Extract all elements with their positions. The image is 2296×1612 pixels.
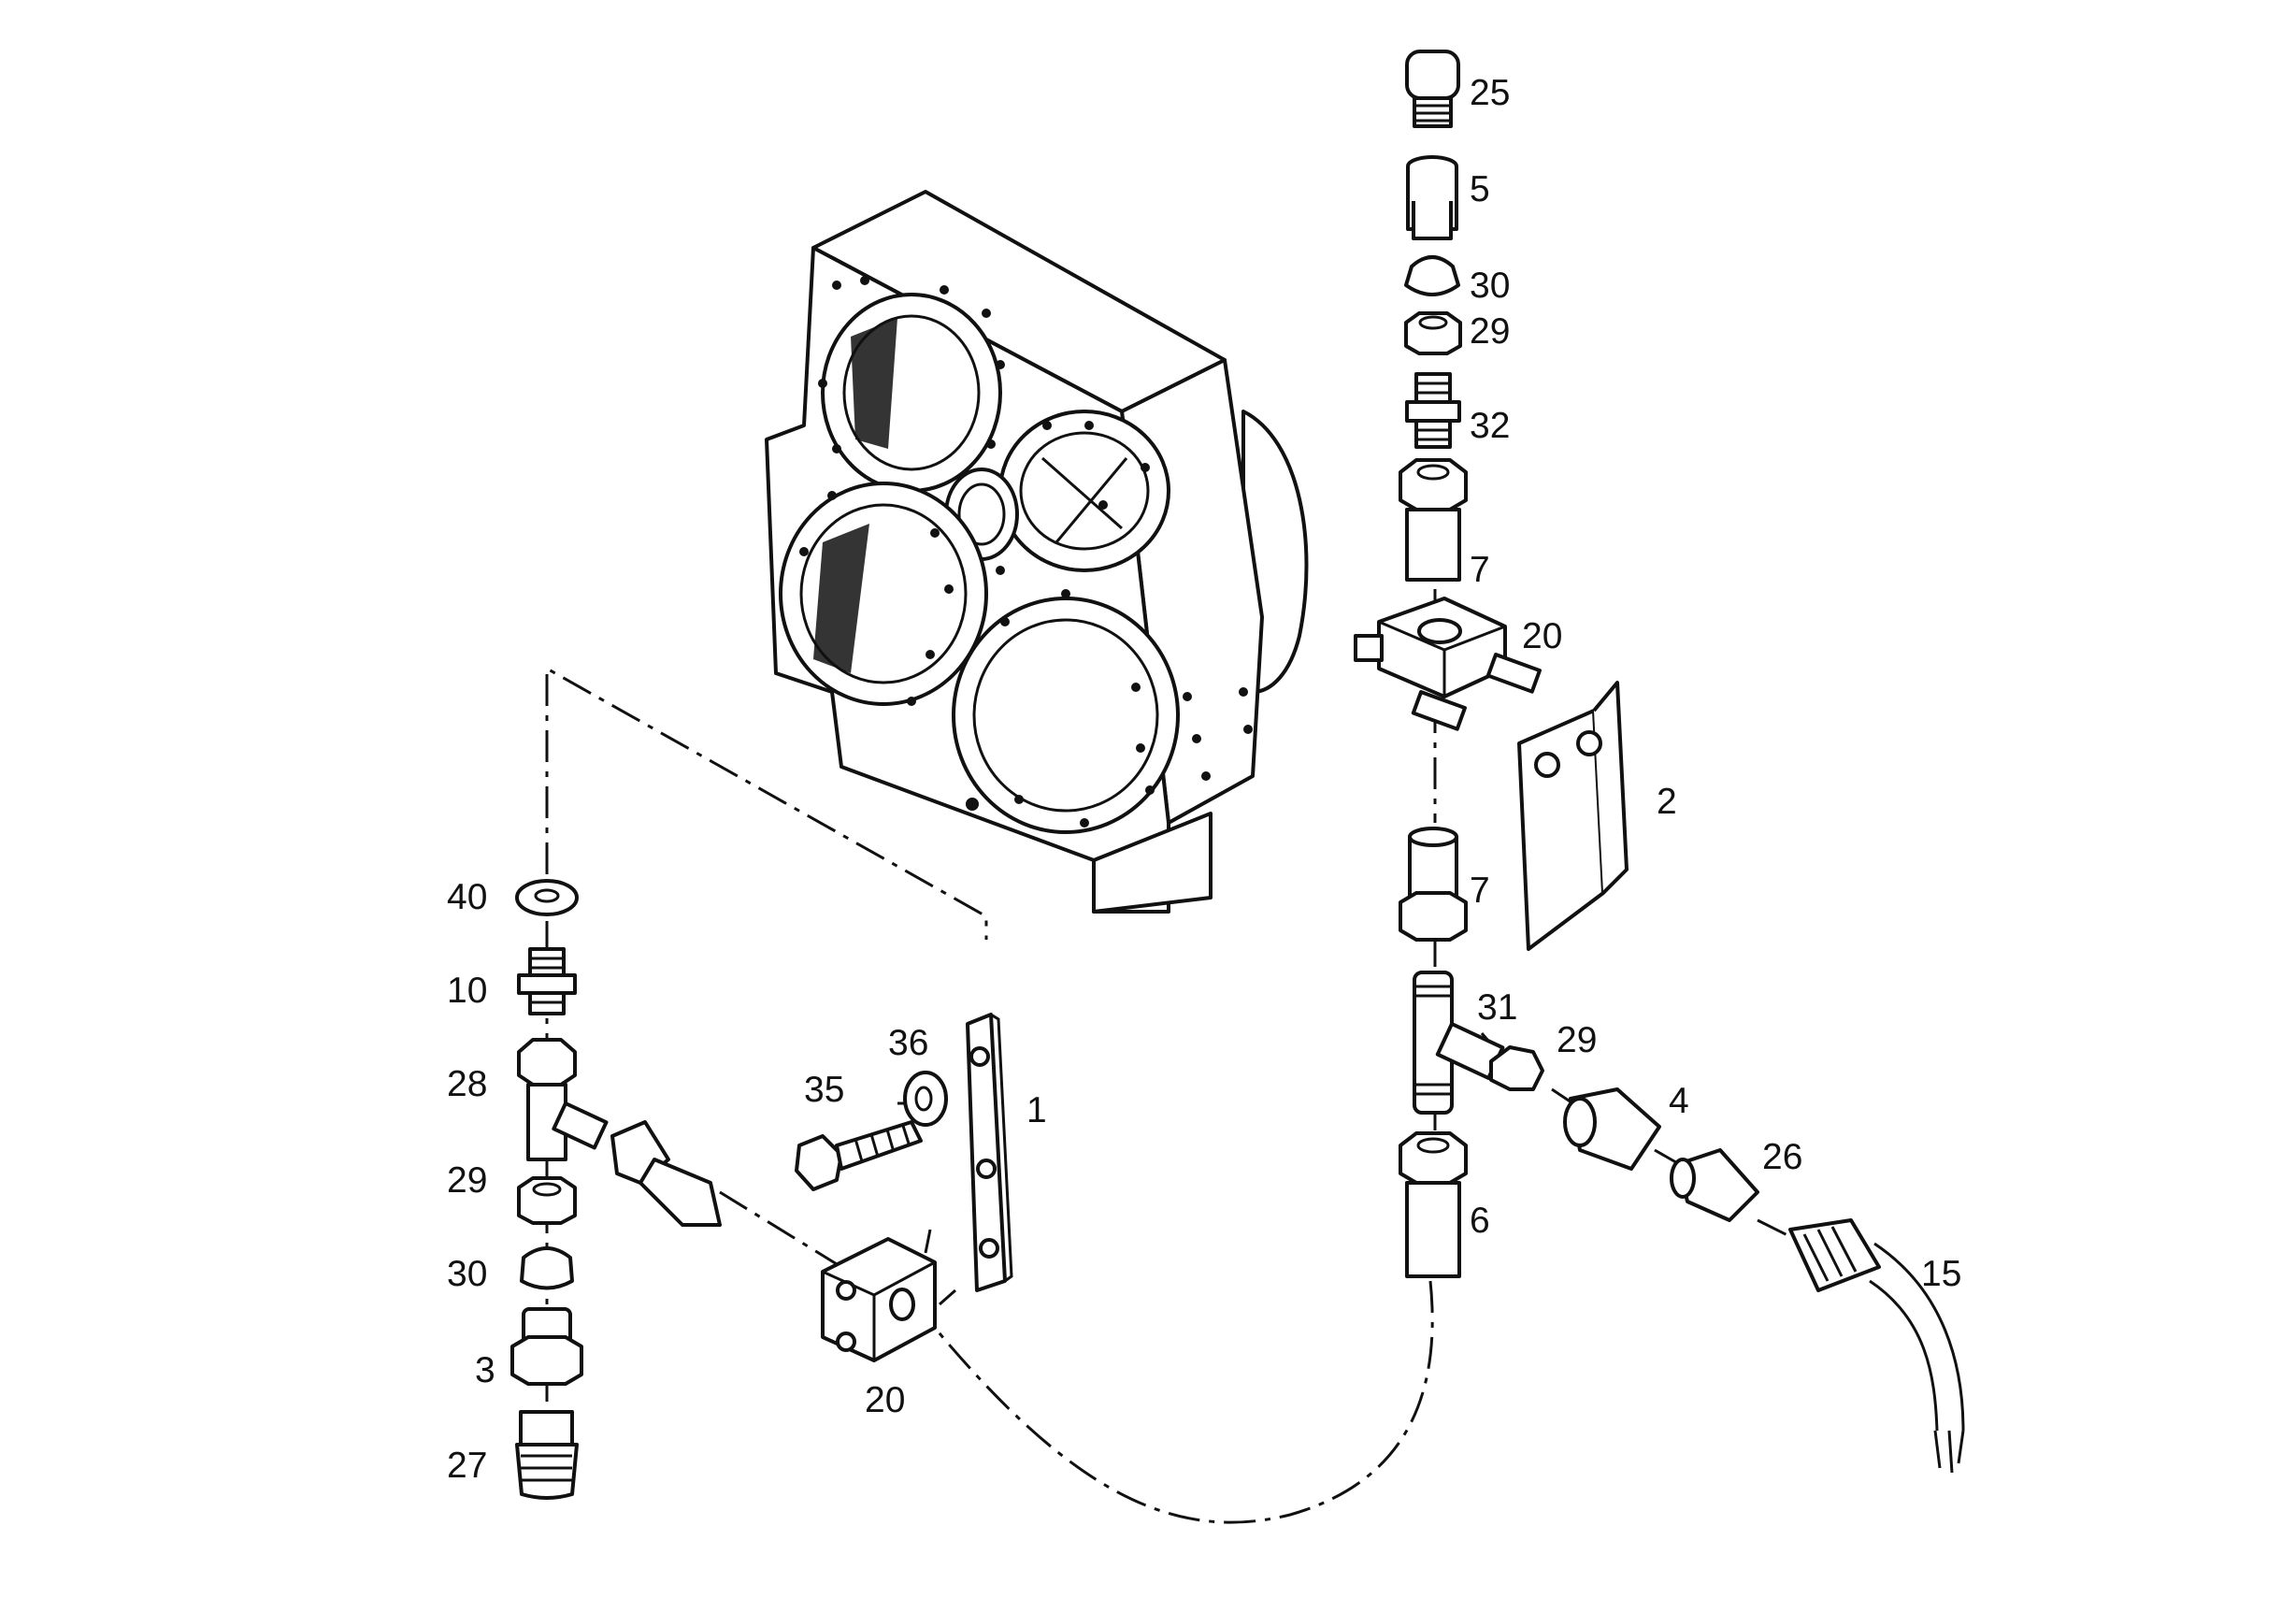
nut-29-left xyxy=(517,1176,577,1225)
callout-30-left: 30 xyxy=(447,1254,487,1294)
union-10 xyxy=(517,947,577,1015)
clamp-block-20-upper xyxy=(1354,597,1542,731)
connector-26 xyxy=(1670,1148,1759,1222)
hose-end-left xyxy=(610,1120,722,1227)
tee-fitting-28 xyxy=(517,1038,609,1161)
callout-1: 1 xyxy=(1026,1090,1047,1130)
callout-20-upper: 20 xyxy=(1522,616,1562,656)
callout-25: 25 xyxy=(1470,73,1510,113)
callout-27: 27 xyxy=(447,1446,487,1486)
callout-26: 26 xyxy=(1762,1137,1802,1177)
hose-end-7-lower xyxy=(1399,827,1468,942)
callout-31: 31 xyxy=(1477,987,1517,1028)
nut-29 xyxy=(1404,311,1462,355)
hose-end-7-top xyxy=(1399,458,1468,582)
callout-labels: 25 5 30 29 32 7 20 2 7 31 29 4 26 15 6 4… xyxy=(447,73,1961,1486)
bolt-35 xyxy=(795,1120,923,1191)
callout-7-lower: 7 xyxy=(1470,871,1490,911)
callout-30-top: 30 xyxy=(1470,266,1510,306)
callout-15: 15 xyxy=(1921,1254,1961,1294)
callout-7-top: 7 xyxy=(1470,550,1490,590)
callout-20-lower: 20 xyxy=(865,1380,905,1420)
union-32 xyxy=(1405,372,1461,449)
washer-40 xyxy=(515,879,579,916)
callout-5: 5 xyxy=(1470,169,1490,209)
hose-end-6 xyxy=(1399,1131,1468,1278)
bracket-2 xyxy=(1517,681,1629,951)
fitting-plug-25 xyxy=(1405,50,1460,128)
washer-36 xyxy=(903,1071,948,1127)
callout-29-top: 29 xyxy=(1470,311,1510,352)
sleeve-5 xyxy=(1406,155,1458,240)
fitting-27 xyxy=(515,1410,579,1500)
callout-4: 4 xyxy=(1669,1081,1689,1121)
callout-2: 2 xyxy=(1657,782,1677,822)
callout-3: 3 xyxy=(475,1350,495,1390)
callout-29-left: 29 xyxy=(447,1160,487,1201)
callout-10: 10 xyxy=(447,971,487,1011)
callout-35: 35 xyxy=(804,1070,844,1110)
callout-40: 40 xyxy=(447,877,487,917)
callout-29-right: 29 xyxy=(1557,1020,1597,1060)
tee-fitting-31 xyxy=(1413,971,1505,1115)
callout-6: 6 xyxy=(1470,1201,1490,1241)
cable-15 xyxy=(1788,1218,1965,1474)
bar-1 xyxy=(966,1013,1013,1292)
cone-ring-30 xyxy=(1404,255,1460,296)
nut-29-right xyxy=(1489,1045,1544,1091)
clamp-block-20-lower xyxy=(821,1229,956,1362)
connector-3 xyxy=(510,1307,583,1386)
gearbox-housing xyxy=(765,190,1309,914)
coupling-4 xyxy=(1563,1087,1661,1171)
callout-32: 32 xyxy=(1470,406,1510,446)
cone-ring-30-left xyxy=(520,1246,574,1290)
callout-36: 36 xyxy=(888,1023,928,1063)
callout-28: 28 xyxy=(447,1064,487,1104)
